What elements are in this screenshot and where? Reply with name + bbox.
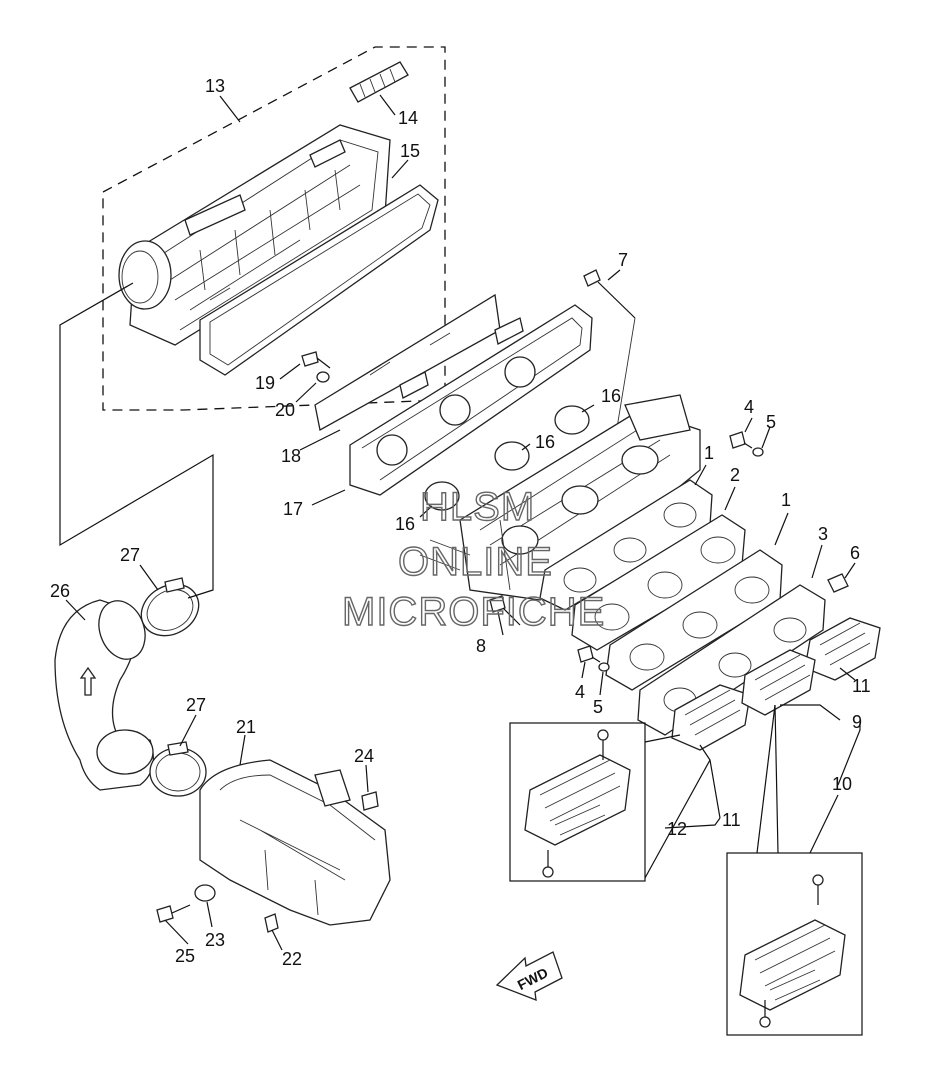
leader-lines [59,94,861,951]
label-part-8: 8 [476,636,486,656]
part-number-labels: 1 1 2 3 4 4 5 5 6 7 8 9 10 11 11 12 13 1… [50,76,871,969]
o-ring-16a [554,405,590,435]
washer-20 [316,371,330,383]
label-part-4-lower: 4 [575,682,585,702]
label-part-9: 9 [852,712,862,732]
reed-valve-9 [741,649,816,716]
detail-box-12 [509,722,646,882]
clip-6 [827,573,849,593]
air-filter-element [349,61,409,103]
bolt-4-upper [729,431,753,449]
washer-5-lower [598,662,610,672]
label-part-18: 18 [281,446,301,466]
label-part-20: 20 [275,400,295,420]
air-box-body [118,124,391,346]
o-ring-16c [424,481,460,511]
label-part-11-right: 11 [852,676,871,696]
fwd-arrow: FWD [495,951,563,1001]
label-part-24: 24 [354,746,374,766]
label-part-16-top: 16 [601,386,621,406]
label-part-5-upper: 5 [766,412,776,432]
label-part-22: 22 [282,949,302,969]
bolt-24 [361,791,379,811]
lower-duct-21 [199,759,391,926]
o-ring-16b [494,441,530,471]
label-part-2: 2 [730,465,740,485]
watermark-line-3: MICROFICHE [342,590,605,634]
watermark: HLSM ONLINE MICROFICHE [341,484,605,634]
label-part-3: 3 [818,524,828,544]
label-part-10: 10 [832,774,852,794]
label-part-5-lower: 5 [593,697,603,717]
label-part-21: 21 [236,717,256,737]
throttle-body-assembly [419,394,701,601]
label-part-19: 19 [255,373,275,393]
grommet-23 [194,884,216,902]
label-part-7: 7 [618,250,628,270]
intake-hose-26 [54,599,154,791]
hose-clamp-27a [140,577,200,637]
label-part-12: 12 [667,819,687,839]
spacer-3 [637,584,826,736]
label-part-26: 26 [50,581,70,601]
label-part-1-upper: 1 [704,443,714,463]
label-part-27-upper: 27 [120,545,140,565]
detail-box-10 [726,852,863,1036]
drain-valve-22 [264,913,279,933]
intake-cover [349,304,593,496]
air-box-gasket [199,184,439,376]
washer-5-upper [752,447,764,457]
label-part-17: 17 [283,499,303,519]
label-part-6: 6 [850,543,860,563]
long-bolt-7 [583,269,636,441]
label-part-23: 23 [205,930,225,950]
label-part-11-lower: 11 [722,810,741,830]
label-part-16-middle: 16 [535,432,555,452]
label-part-16-bottom: 16 [395,514,415,534]
label-part-15: 15 [400,141,420,161]
bolt-8 [489,595,521,626]
label-part-4-upper: 4 [744,397,754,417]
hose-clamp-27b [149,741,207,797]
label-part-13: 13 [205,76,225,96]
bolt-25 [156,904,191,923]
label-part-14: 14 [398,108,418,128]
bolt-19 [301,351,331,369]
watermark-line-1: HLSM [420,485,535,529]
label-part-25: 25 [175,946,195,966]
watermark-line-2: ONLINE [398,540,553,584]
bolt-4-lower [577,645,601,663]
label-part-1-lower: 1 [781,490,791,510]
reed-valve-11b [671,684,751,751]
label-part-27-lower: 27 [186,695,206,715]
